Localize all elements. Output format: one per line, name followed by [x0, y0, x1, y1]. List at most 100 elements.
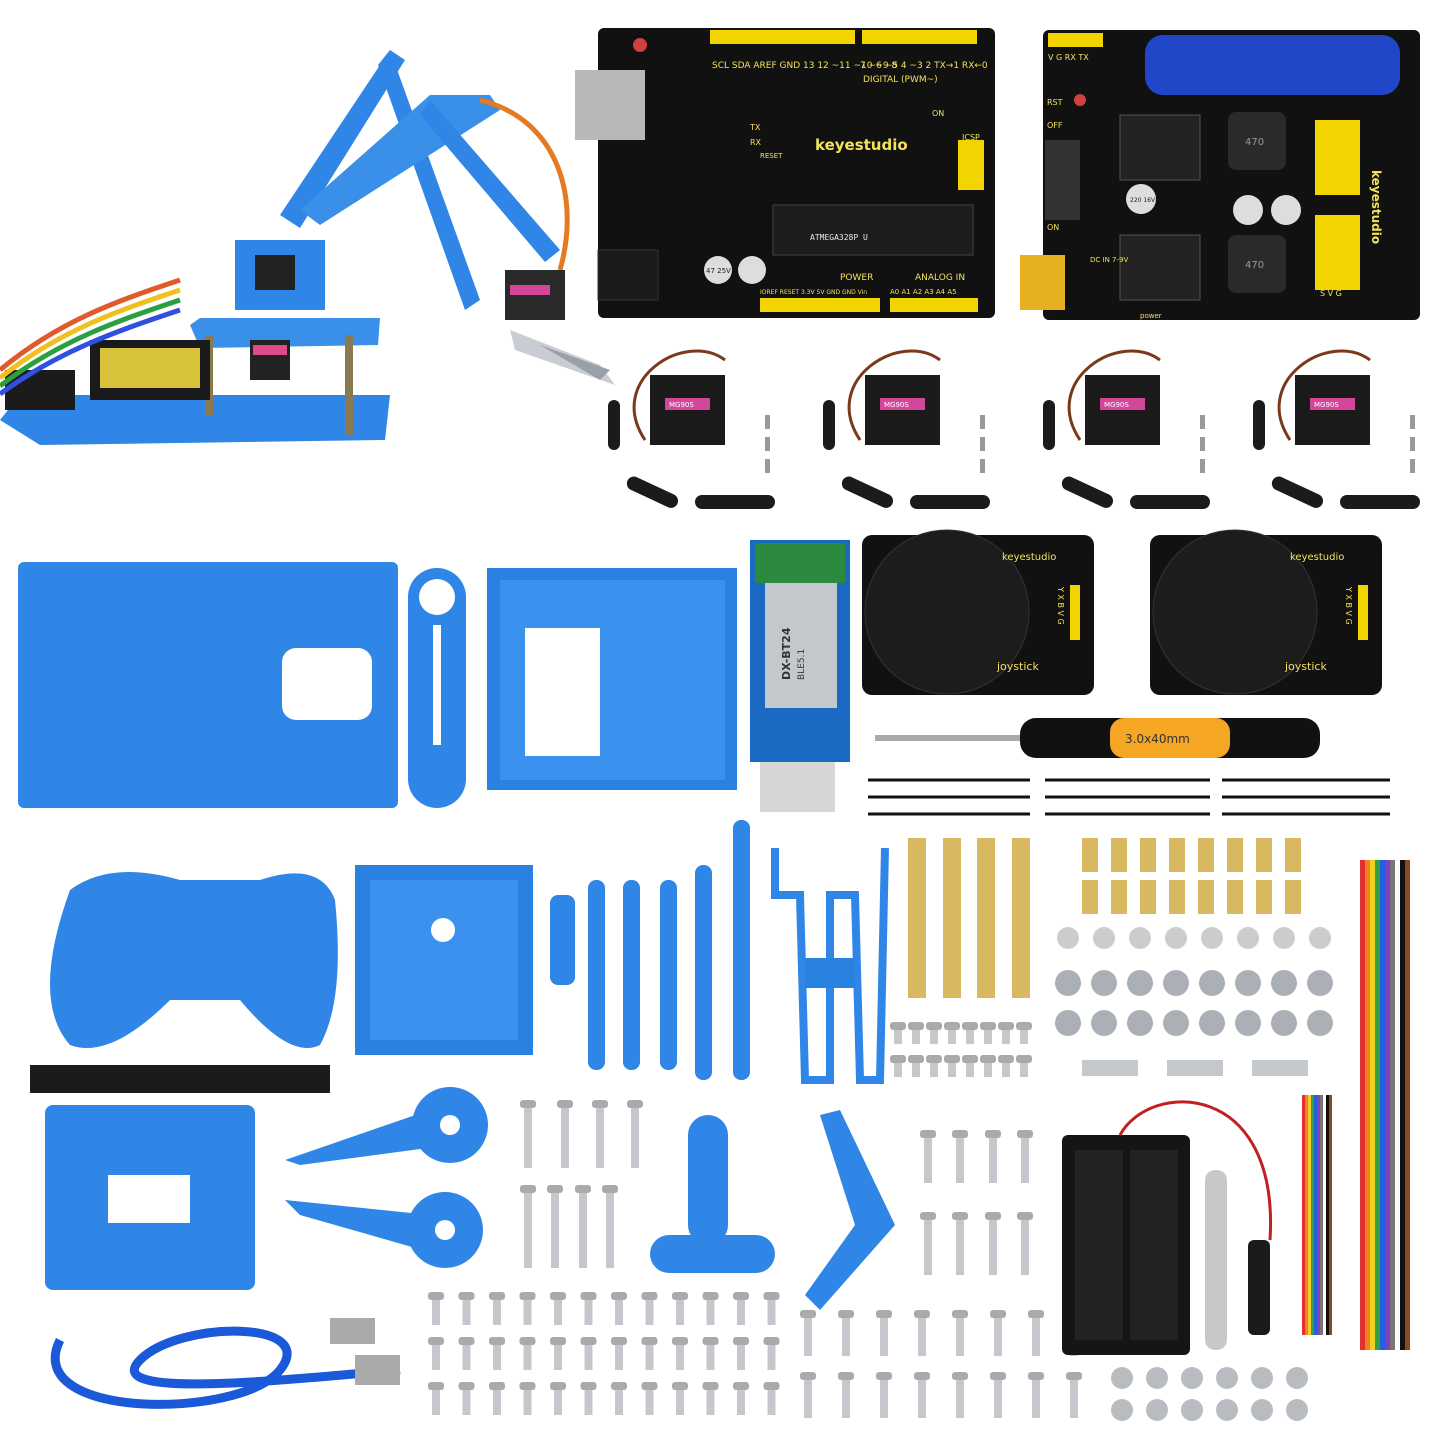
small-screw	[550, 1337, 566, 1370]
short-standoff	[1227, 838, 1243, 872]
short-standoff	[1198, 838, 1214, 872]
hex-nut	[1307, 970, 1333, 996]
dc-in-label: DC IN 7-9V	[1090, 256, 1128, 264]
battery-holder	[1062, 1100, 1272, 1355]
hex-nut	[1307, 1010, 1333, 1036]
base-plate	[18, 562, 398, 808]
tiny-screw	[998, 1022, 1014, 1044]
spiral-wrap	[30, 1065, 330, 1093]
servo-plate	[45, 1105, 255, 1290]
small-screw	[428, 1292, 444, 1325]
screw	[627, 1100, 643, 1168]
bt-pin-labels: V G RX TX	[1048, 53, 1089, 62]
jumper-wire	[1317, 1095, 1320, 1335]
small-screw	[519, 1292, 536, 1325]
short-standoff	[1256, 880, 1272, 914]
icsp-label: ICSP	[962, 133, 980, 142]
tiny-screw	[1016, 1055, 1032, 1077]
medium-screw	[800, 1372, 816, 1418]
servo-motor: MG90S	[608, 349, 775, 509]
rx-label: RX	[750, 138, 762, 147]
cable-ties	[868, 778, 1390, 816]
chip-label: ATMEGA328P U	[810, 233, 868, 242]
small-screw	[702, 1292, 719, 1325]
jumper-wire	[1365, 860, 1370, 1350]
screw	[920, 1212, 936, 1275]
analog-label: ANALOG IN	[915, 273, 965, 283]
jumper-wire	[1405, 860, 1410, 1350]
analog-pin-labels: A0 A1 A2 A3 A4 A5	[890, 288, 957, 296]
small-screw	[733, 1292, 749, 1325]
jumper-wire	[1360, 860, 1365, 1350]
hex-nut	[1146, 1399, 1168, 1421]
jumper-wire	[1400, 860, 1405, 1350]
small-screw	[550, 1292, 566, 1325]
hex-nut	[1286, 1399, 1308, 1421]
short-standoff	[1169, 880, 1185, 914]
uno-board: SCL SDA AREF GND 13 12 ~11 ~10 ~9 8 7 ~6…	[575, 28, 995, 318]
screw	[520, 1185, 536, 1268]
screws	[428, 1022, 1308, 1418]
long-standoff	[943, 838, 961, 998]
top-pin-labels: SCL SDA AREF GND 13 12 ~11 ~10 ~9 8	[712, 61, 897, 71]
flat-screw	[1252, 1060, 1308, 1076]
shield-brand-label: keyestudio	[1369, 170, 1383, 244]
small-screw	[641, 1337, 658, 1370]
hex-nut	[1163, 970, 1189, 996]
jumper-wire	[1311, 1095, 1314, 1335]
triangle-link	[805, 1110, 895, 1310]
screw	[985, 1212, 1001, 1275]
medium-screw	[838, 1310, 854, 1356]
servo-motor: MG90S	[823, 349, 990, 509]
tiny-screw	[962, 1055, 978, 1077]
long-standoff	[977, 838, 995, 998]
top-pin-labels-2: 7 ~6 ~5 4 ~3 2 TX→1 RX←0	[860, 61, 988, 71]
servo-label: MG90S	[1104, 401, 1129, 409]
jumper-wire	[1323, 1095, 1326, 1335]
small-screw	[641, 1382, 658, 1415]
screwdriver: 3.0x40mm	[875, 718, 1320, 758]
medium-screw	[914, 1372, 930, 1418]
medium-screw	[1028, 1310, 1044, 1356]
jumper-wire	[1314, 1095, 1317, 1335]
short-standoff	[1082, 838, 1098, 872]
arm-link	[550, 895, 575, 985]
small-screw	[489, 1292, 505, 1325]
hex-nut	[1127, 1010, 1153, 1036]
hex-nut	[1055, 970, 1081, 996]
reset-label: RESET	[760, 152, 783, 160]
joystick-label: joystick	[1284, 660, 1327, 673]
jumper-wire	[1308, 1095, 1311, 1335]
tiny-screw	[890, 1022, 906, 1044]
jumper-wire	[1380, 860, 1385, 1350]
jumper-wire	[1375, 860, 1380, 1350]
small-screw	[733, 1337, 749, 1370]
screw	[520, 1100, 536, 1168]
hex-nut	[1199, 1010, 1225, 1036]
medium-screw	[952, 1310, 968, 1356]
medium-screw	[1028, 1372, 1044, 1418]
small-screw	[672, 1292, 688, 1325]
small-screw	[763, 1292, 780, 1325]
jumper-wire	[1320, 1095, 1323, 1335]
short-standoff	[1227, 880, 1243, 914]
small-screw	[519, 1382, 536, 1415]
small-screw	[672, 1382, 688, 1415]
medium-screw	[838, 1372, 854, 1418]
small-screw	[489, 1382, 505, 1415]
bluetooth-version-label: BLE5.1	[797, 649, 807, 680]
hex-nut	[1286, 1367, 1308, 1389]
jumper-wire	[1395, 860, 1400, 1350]
hex-nut	[1235, 970, 1261, 996]
short-standoff	[1285, 838, 1301, 872]
small-screw	[611, 1337, 627, 1370]
short-standoff	[1082, 880, 1098, 914]
hex-nut	[1091, 970, 1117, 996]
long-standoff	[1012, 838, 1030, 998]
washer	[1129, 927, 1151, 949]
screw	[985, 1130, 1001, 1183]
digital-label: DIGITAL (PWM~)	[863, 75, 938, 85]
small-screw	[580, 1337, 597, 1370]
arm-link	[733, 820, 750, 1080]
